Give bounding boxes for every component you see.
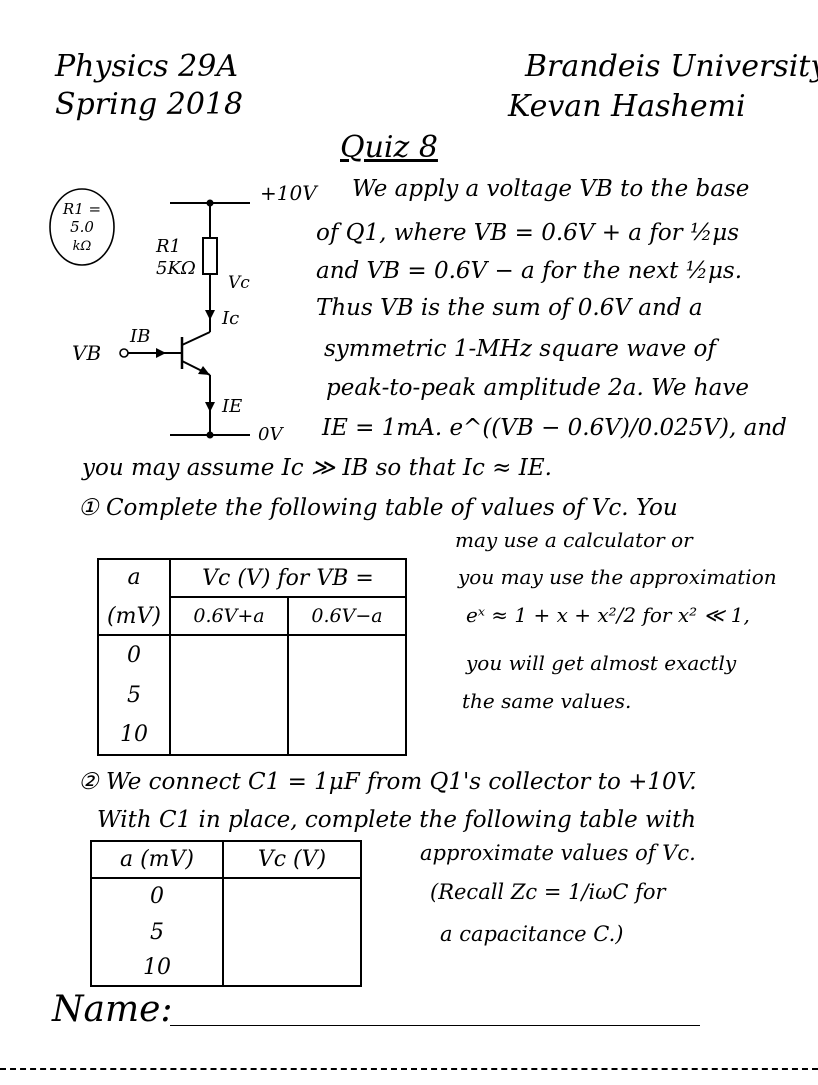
q2-answer-vc[interactable]: [222, 877, 362, 987]
q2-header-a: a (mV): [90, 840, 224, 879]
ib-arrow: [156, 348, 166, 358]
intro-line-2: of Q1, where VB = 0.6V + a for ½μs: [316, 220, 740, 246]
q1-note-5: the same values.: [462, 689, 632, 713]
q2-number: ②: [78, 769, 99, 795]
name-input-line[interactable]: [170, 1025, 700, 1026]
intro-assume: you may assume Ic ≫ IB so that Ic ≈ IE.: [82, 455, 552, 481]
ic-label: Ic: [221, 308, 239, 329]
ie-label: IE: [221, 396, 242, 417]
vb-label: VB: [72, 341, 101, 365]
q2-line-1: We connect C1 = 1μF from Q1's collector …: [105, 769, 697, 795]
q1-answer-minus[interactable]: [286, 634, 408, 756]
course-title: Physics 29A: [55, 49, 239, 84]
q2-note-3: a capacitance C.): [440, 922, 624, 946]
q1-col-a-header: a (mV): [97, 558, 171, 636]
r1-value: 5KΩ: [156, 258, 196, 279]
q1-subheader-plus: 0.6V+a: [169, 596, 289, 636]
q2-row-a-10: 10: [90, 950, 224, 987]
q1-row-a-5: 5: [97, 675, 171, 715]
q1-number: ①: [78, 495, 99, 521]
q1-group-header: Vc (V) for VB =: [169, 558, 407, 598]
author: Kevan Hashemi: [508, 89, 746, 124]
supply-label: +10V: [260, 181, 319, 205]
q1-answer-plus[interactable]: [169, 634, 289, 756]
q1-col-a-header-line-1: a: [127, 565, 141, 590]
r1-label: R1: [155, 236, 181, 257]
q2-row-a-5: 5: [90, 914, 224, 950]
term: Spring 2018: [55, 87, 244, 122]
intro-line-1: We apply a voltage VB to the base: [352, 176, 750, 202]
q1-table: a (mV) Vc (V) for VB = 0.6V+a 0.6V−a 0 5…: [97, 558, 408, 756]
collector-lead: [181, 331, 211, 346]
university: Brandeis University: [525, 49, 818, 84]
q1-note-4: you will get almost exactly: [466, 651, 737, 675]
q1-prompt: ① Complete the following table of values…: [78, 497, 678, 520]
ground-node: [206, 431, 214, 439]
intro-line-4: Thus VB is the sum of 0.6V and a: [316, 295, 703, 321]
r1-note-cloud: [49, 188, 115, 266]
r1-note-line-1: R1 =: [62, 200, 101, 218]
intro-line-5: symmetric 1-MHz square wave of: [324, 336, 716, 362]
r1-note-line-3: kΩ: [73, 239, 92, 254]
vc-label: Vc: [228, 273, 250, 293]
emitter-arrow: [198, 366, 210, 375]
q2-prompt: ② We connect C1 = 1μF from Q1's collecto…: [78, 771, 697, 794]
intro-line-7: IE = 1mA. e^((VB − 0.6V)/0.025V), and: [322, 415, 787, 441]
ib-label: IB: [129, 326, 150, 347]
transistor-circuit-diagram: R1 = 5.0 kΩ +10V R1 5KΩ Vc Ic IB VB IE 0…: [49, 181, 319, 445]
q2-header-vc: Vc (V): [222, 840, 362, 879]
q2-row-a-0: 0: [90, 877, 224, 914]
ground-label: 0V: [258, 424, 284, 445]
q1-row-a-0: 0: [97, 634, 171, 675]
ie-arrow: [205, 402, 215, 412]
base-terminal: [119, 348, 129, 358]
name-label: Name:: [52, 989, 173, 1030]
q1-note-1: may use a calculator or: [455, 528, 693, 552]
intro-line-3: and VB = 0.6V − a for the next ½μs.: [316, 258, 743, 284]
quiz-title: Quiz 8: [340, 130, 438, 165]
q1-subheader-minus: 0.6V−a: [286, 596, 408, 636]
r1-note-line-2: 5.0: [70, 218, 94, 236]
q1-col-a-header-line-2: (mV): [107, 604, 161, 629]
q1-text: Complete the following table of values o…: [105, 495, 678, 521]
r1-resistor: [202, 237, 218, 275]
q2-table: a (mV) Vc (V) 0 5 10: [90, 840, 362, 987]
q1-row-a-10: 10: [97, 715, 171, 756]
q1-note-3: eˣ ≈ 1 + x + x²/2 for x² ≪ 1,: [466, 603, 750, 627]
q2-note-1: approximate values of Vc.: [420, 841, 696, 865]
ic-arrow: [205, 310, 215, 320]
q2-note-2: (Recall Zc = 1/iωC for: [430, 880, 666, 904]
intro-line-6: peak-to-peak amplitude 2a. We have: [326, 375, 749, 401]
q1-note-2: you may use the approximation: [458, 565, 777, 589]
q2-line-2: With C1 in place, complete the following…: [97, 807, 697, 833]
page-bottom-rule: [0, 1068, 818, 1070]
